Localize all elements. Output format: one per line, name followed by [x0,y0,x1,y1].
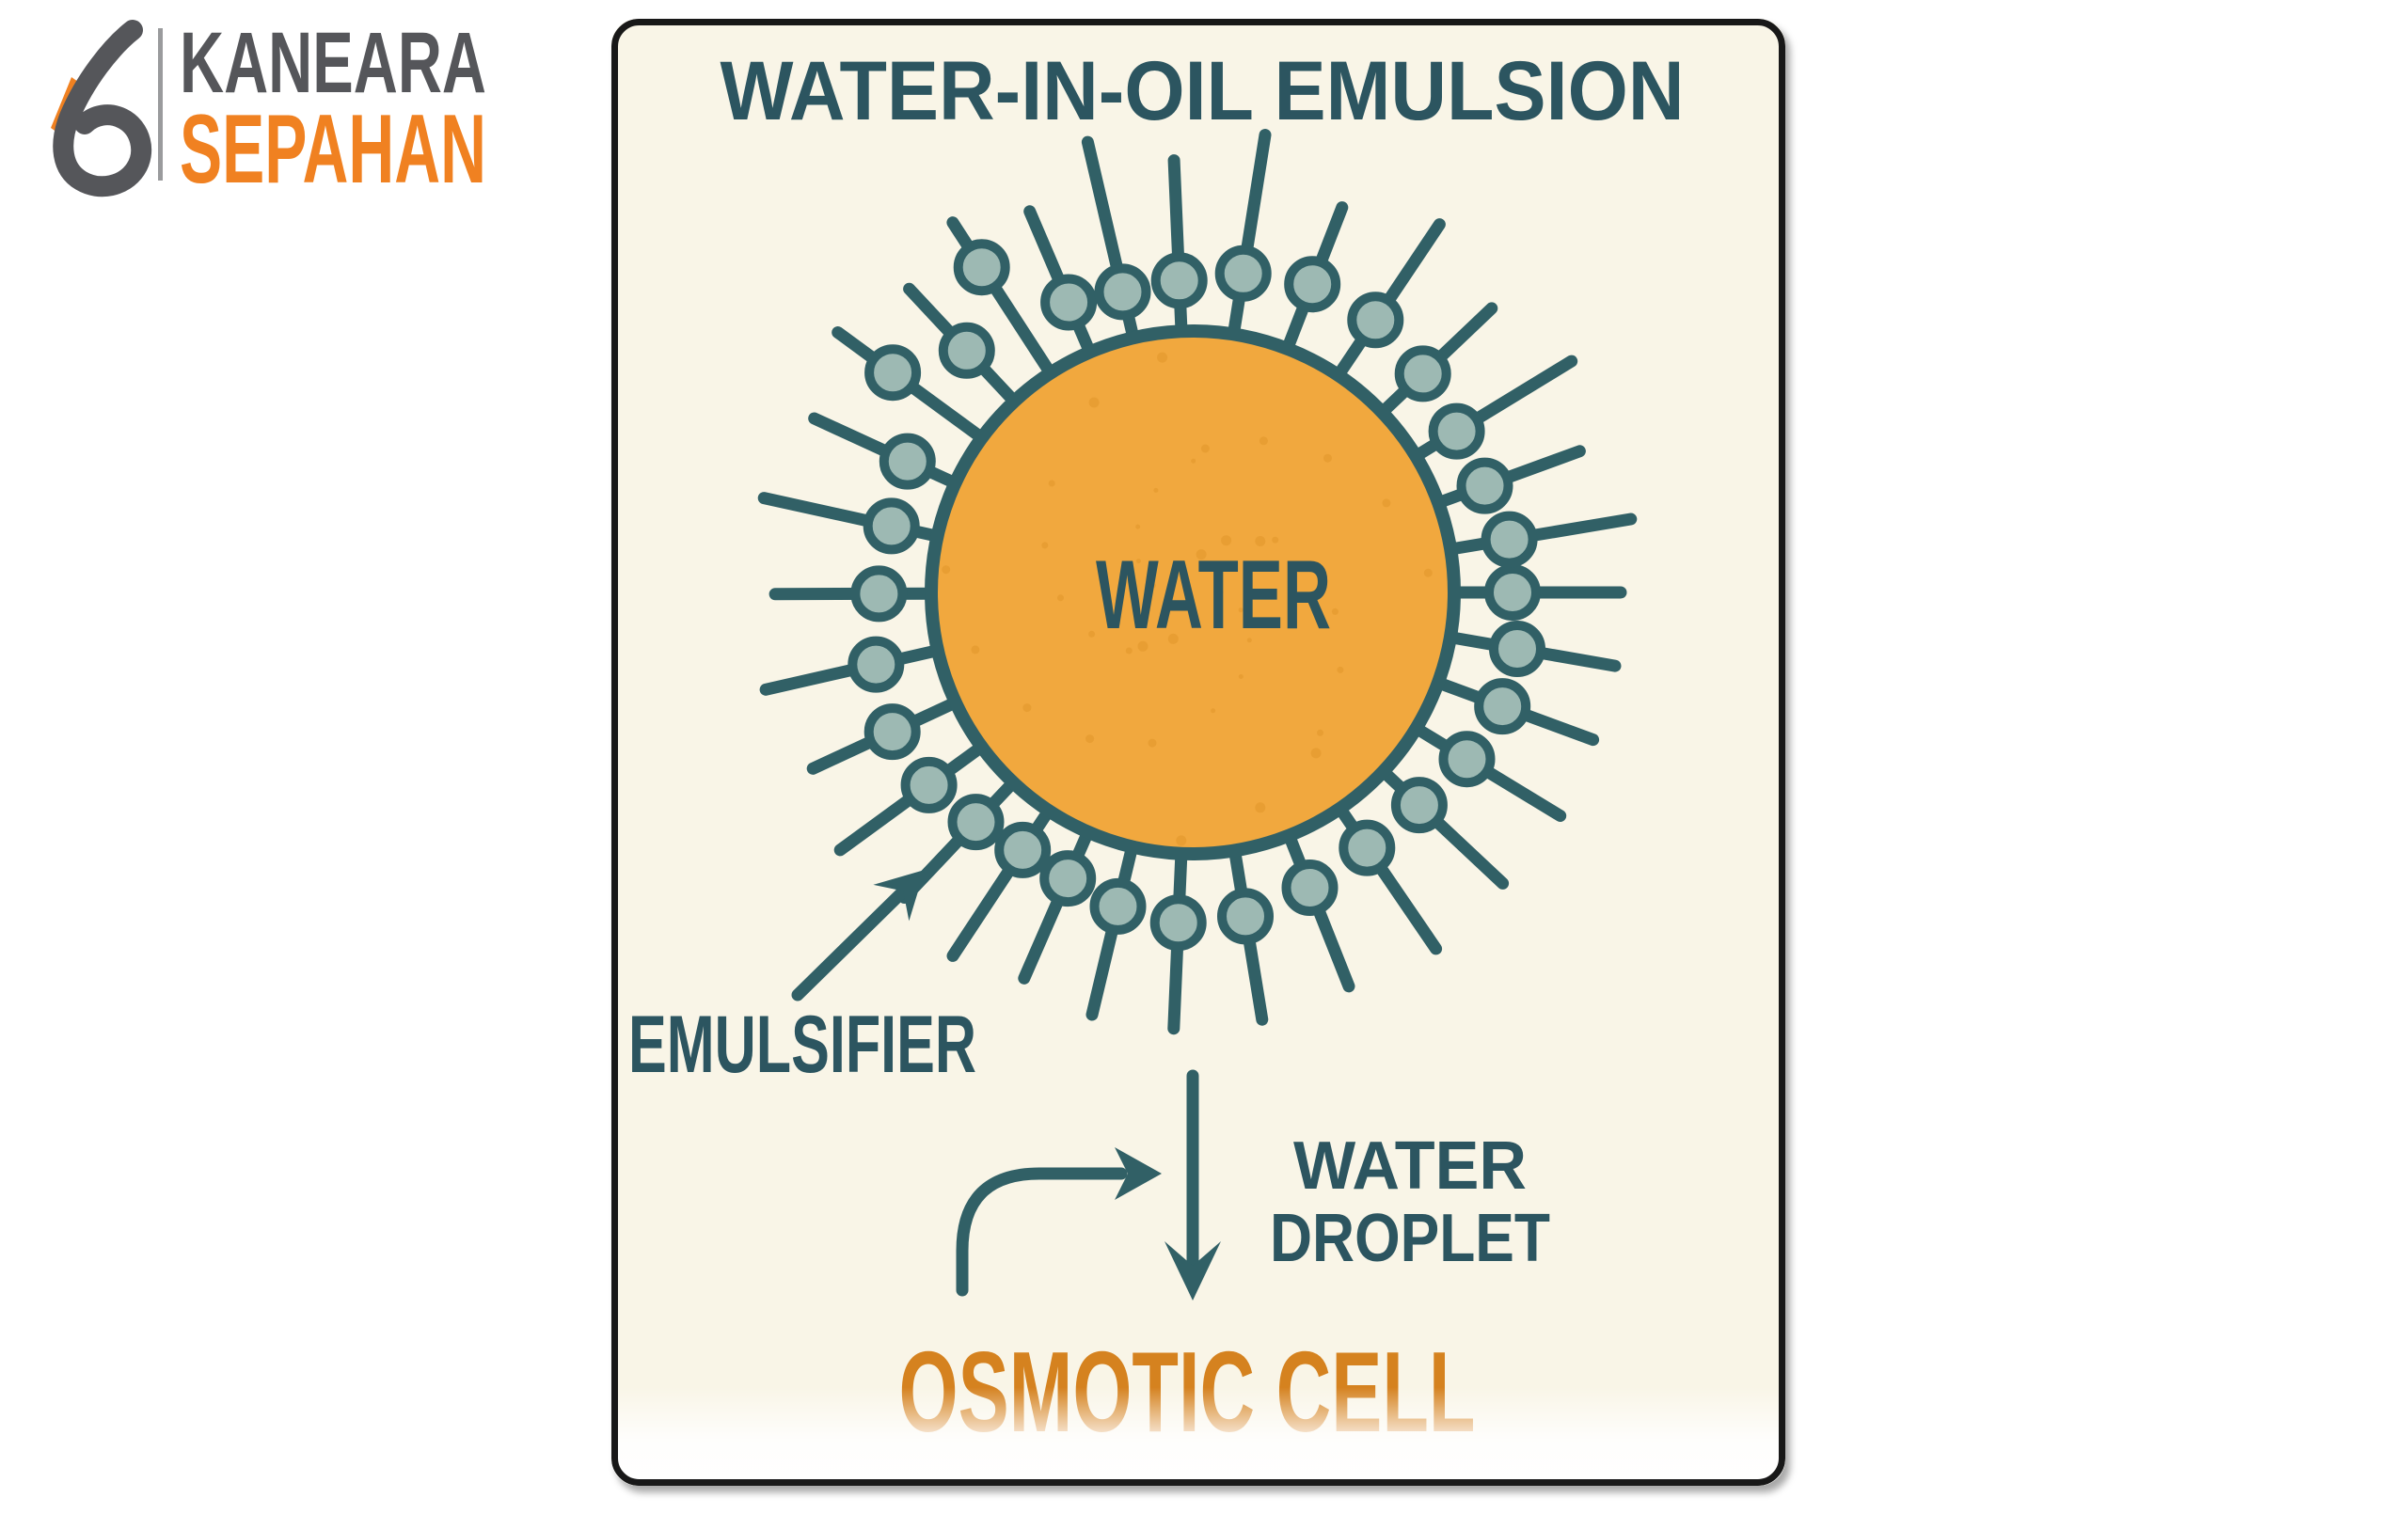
droplet-speckle [1125,647,1133,654]
emulsion-card: WATER-IN-OIL EMULSION WATER EMULSIFIER [611,19,1785,1486]
water-label: WATER [1096,541,1331,650]
droplet-speckle [1022,703,1032,713]
droplet-speckles [942,352,1433,846]
surfactant-head [1214,244,1272,302]
bottom-fade [611,1387,1785,1486]
card-border [611,19,1785,1486]
droplet-speckle [1331,607,1339,615]
surfactant-head [1040,274,1098,331]
droplet-speckle [1221,535,1232,546]
surfactant-head [1474,678,1531,735]
droplet-speckle [1191,458,1196,464]
surfactant-head [1217,888,1274,945]
surfactant-head [1089,877,1147,935]
surfactant-head [1150,252,1208,309]
surfactant-heads [848,239,1545,952]
surfactant-head [900,756,958,813]
surfactant-head [864,344,922,402]
droplet-speckle [1238,674,1244,679]
droplet-speckle [1382,498,1391,508]
surfactant-head [1149,894,1207,952]
surfactant-head [1284,256,1341,313]
brand-logo: KANEARA SEPAHAN [51,15,486,204]
droplet-speckle [1148,738,1157,748]
curved-arrow-icon [956,1147,1162,1297]
droplet-speckle [1048,480,1055,487]
droplet-speckle [1150,583,1156,589]
down-arrow-icon [1164,1069,1221,1301]
droplet-speckle [1238,607,1244,613]
surfactant-head [953,239,1010,296]
droplet-speckle [1041,542,1049,549]
surfactant-head [1484,564,1541,621]
surfactant-head [1489,621,1545,677]
surfactant-head [1390,777,1448,834]
droplet-speckle [1255,536,1266,546]
droplet-speckle [1218,590,1224,595]
surfactant-head [863,497,920,555]
surfactant-head [947,794,1005,851]
droplet-speckle [1167,633,1179,644]
emulsifier-label: EMULSIFIER [628,1000,976,1090]
droplet-speckle [1259,436,1268,446]
water-droplet-circle [925,324,1461,860]
surfactant-head [879,433,936,490]
surfactant-head [1438,731,1496,788]
droplet-speckle [1337,666,1344,673]
brand-name-bottom: SEPAHAN [180,95,486,204]
surfactant-head [1481,511,1538,568]
surfactant-head [938,322,995,379]
droplet-speckle [942,565,951,575]
droplet-speckle [1153,487,1159,493]
droplet-speckle [1255,802,1266,813]
droplet-speckle [1211,708,1216,714]
droplet-speckle [1196,549,1207,560]
water-droplet-label-line2: DROPLET [1270,1201,1550,1276]
droplet-speckle [1246,638,1252,643]
brand-name-top: KANEARA [180,15,486,111]
water-droplet-label-line1: WATER [1293,1128,1527,1204]
droplet-speckle [1085,734,1095,744]
logo-mark-icon [53,20,152,197]
emulsifier-arrow-icon [791,870,925,1001]
diagram-title: WATER-IN-OIL EMULSION [721,43,1685,137]
surfactant-head [1428,402,1485,460]
surfactant-head [850,565,908,623]
droplet-speckle [1088,397,1100,408]
droplet-speckle [971,645,980,654]
droplet-speckle [1323,453,1332,463]
surfactant-head [1039,850,1097,907]
surfactant-head [863,703,921,761]
droplet-speckle [1200,444,1210,453]
surfactant-tail [1085,846,1137,1021]
droplet-speckle [1057,594,1064,602]
surfactant-head [1347,292,1404,349]
surfactant-head [1339,819,1396,876]
droplet-speckle [1310,748,1322,759]
emulsion-diagram: WATER-IN-OIL EMULSION WATER EMULSIFIER [611,19,1785,1486]
droplet-speckle [1135,524,1141,529]
surfactant-head [1094,263,1151,321]
droplet-speckle [1317,729,1323,736]
droplet-speckle [1176,835,1187,846]
droplet-speckle [1137,640,1149,652]
droplet-speckle [1272,536,1279,544]
droplet-speckle [1157,352,1168,363]
droplet-speckle [1135,559,1141,564]
surfactant-head [1281,860,1339,916]
droplet-speckle [1423,568,1433,577]
surfactant-head [848,636,905,693]
surfactant-head [994,821,1052,878]
surfactant-head [1456,457,1513,514]
surfactant-head [1394,345,1451,402]
logo-divider [158,28,163,181]
droplet-speckle [1088,630,1096,638]
droplet-speckle [1307,562,1314,570]
